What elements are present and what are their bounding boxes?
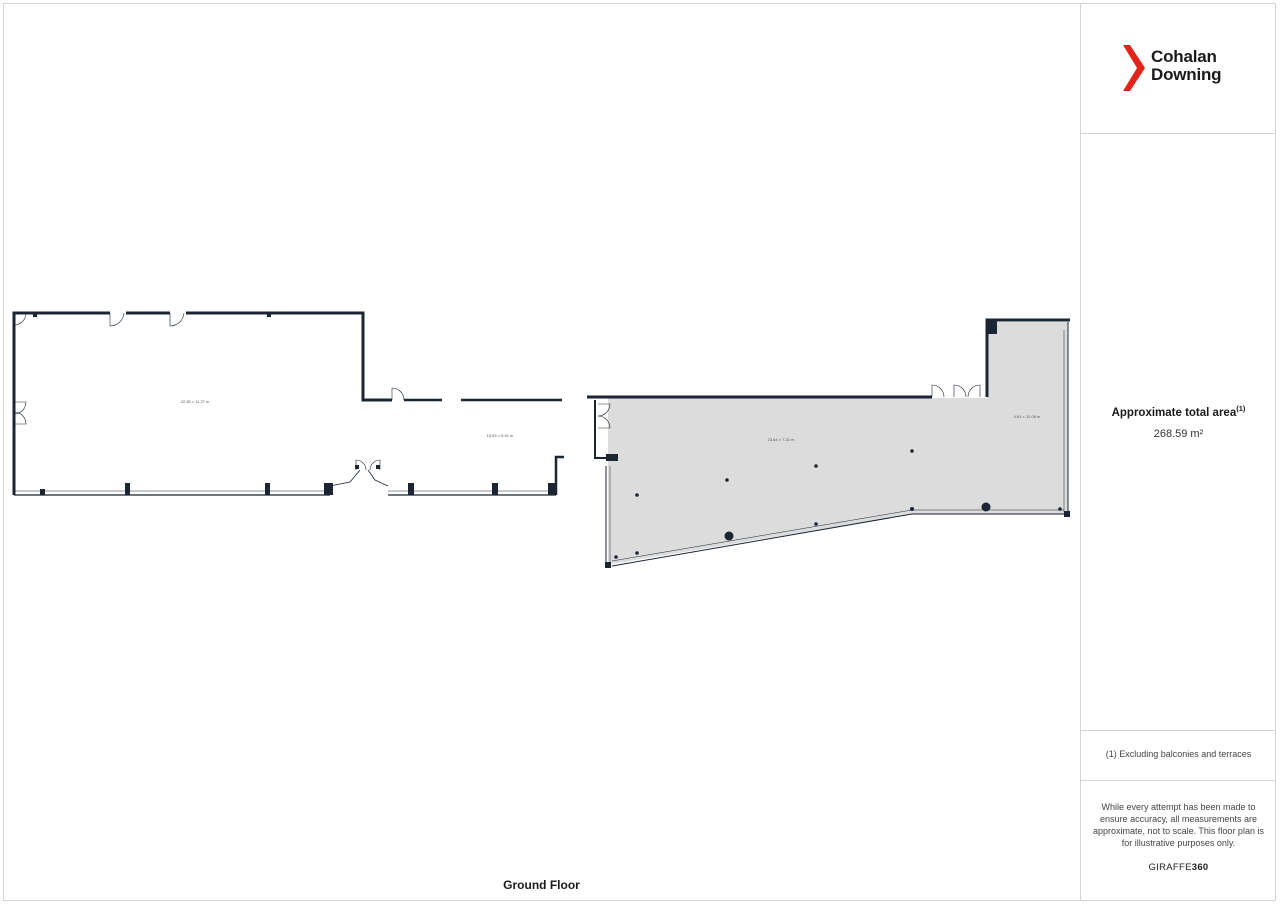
window-line [367,469,389,487]
column [1058,507,1062,511]
pillar [492,483,498,495]
door-swing [391,387,405,401]
area-value: 268.59 m² [1153,428,1204,440]
footnote-text: (1) Excluding balconies and terraces [1105,749,1252,759]
right-unit-pillars [605,320,1070,568]
pillar [125,483,130,495]
door-swing [13,401,27,415]
pillar [40,489,45,495]
door-swing [109,312,125,327]
column [814,522,818,526]
chevron-logo-icon [1123,45,1145,91]
area-title: Approximate total area(1) [1081,404,1276,419]
left-unit-wall [12,311,110,495]
door-swing [13,312,27,326]
column [814,464,818,468]
pillar [606,454,618,461]
brand-mark: GIRAFFE360 [1081,862,1276,873]
column [635,551,639,555]
floor-label: Ground Floor [503,878,580,892]
info-sidebar: Cohalan Downing Approximate total area(1… [1080,3,1276,901]
door-swing [369,459,381,471]
door-swing [597,403,611,417]
column [981,502,991,512]
logo-panel: Cohalan Downing [1081,3,1276,134]
window-line [329,469,361,487]
room-dimension-label: 15.53 × 5.91 m [487,433,514,438]
room-dimension-label: 4.91 × 12.06 m [1014,414,1041,419]
pillar [355,465,359,469]
room-dimension-label: 23.64 × 7.31 m [768,437,795,442]
floor-plan-area: 22.38 × 11.27 m 15.53 × 5.91 m 23.64 × 7… [3,3,1080,901]
window-line [611,509,913,562]
brand-suffix: 360 [1191,862,1209,873]
pillar [1064,511,1070,517]
right-unit-floor [608,322,1068,564]
floor-plan-drawing: 22.38 × 11.27 m 15.53 × 5.91 m 23.64 × 7… [12,311,1070,568]
door-swing [355,459,367,471]
pillar [605,562,611,568]
door-swing [597,415,611,429]
pillar [376,465,380,469]
door-swing [169,312,185,327]
left-unit-wall [554,455,564,495]
column [614,555,618,559]
door-swing [931,384,945,398]
footnote-marker: (1) [1236,404,1246,413]
logo-line-2: Downing [1151,65,1222,84]
brand-prefix: GIRAFFE [1148,862,1192,873]
left-unit-wall [186,311,392,402]
left-unit-pillars [33,313,556,495]
disclaimer-text: While every attempt has been made to ens… [1093,802,1264,848]
logo-line-1: Cohalan [1151,47,1217,66]
window-line [611,513,913,567]
column [910,449,914,453]
company-logo: Cohalan Downing [1151,47,1222,84]
door-swing [13,411,27,425]
column [725,478,729,482]
column [910,507,914,511]
column [724,531,734,541]
area-panel: Approximate total area(1) 268.59 m² [1081,133,1276,731]
pillar [324,483,333,495]
pillar [33,313,37,317]
pillar [548,483,556,495]
footnote-panel: (1) Excluding balconies and terraces [1081,730,1276,781]
page-frame [3,3,1276,901]
left-unit [12,311,564,496]
door-swing [953,384,967,398]
pillar [265,483,270,495]
pillar [987,320,997,334]
column [635,493,639,497]
door-swing [967,384,981,398]
room-dimension-label: 22.38 × 11.27 m [181,399,210,404]
pillar [408,483,414,495]
area-title-text: Approximate total area [1111,406,1237,419]
pillar [267,313,271,317]
